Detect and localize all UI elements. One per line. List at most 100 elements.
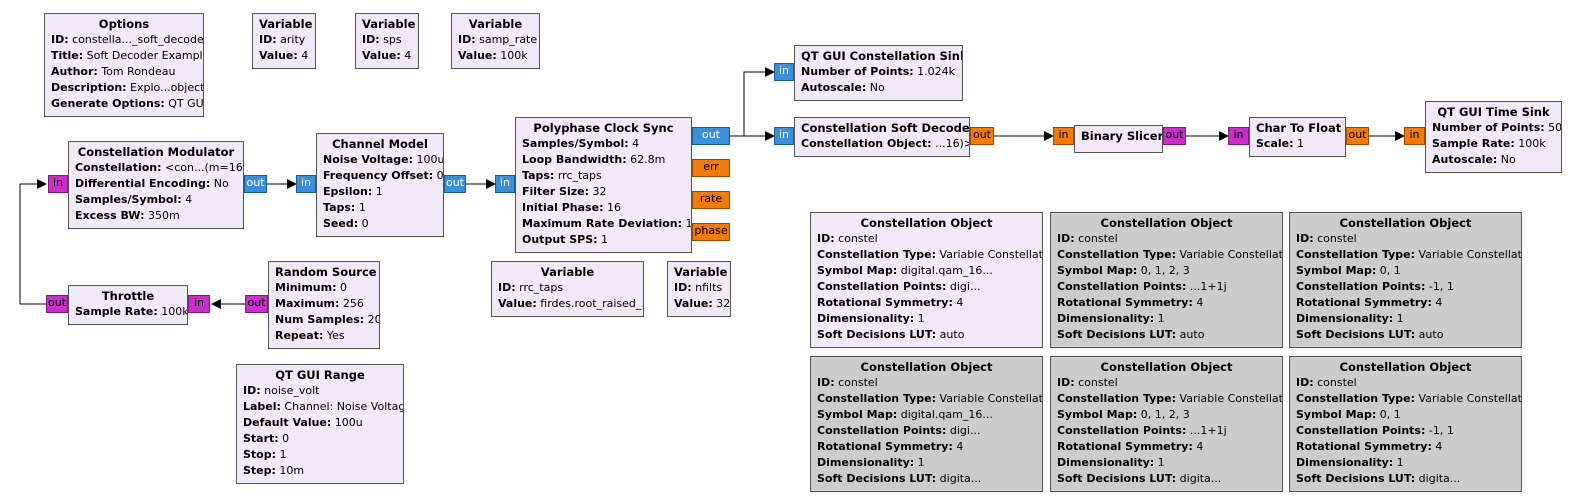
block-param: Constellation Type: Variable Constellati… — [1057, 247, 1282, 263]
param-key: Rotational Symmetry: — [817, 440, 953, 453]
block-param: Soft Decisions LUT: digita... — [1057, 471, 1276, 487]
polyphase-clock-sync-out-port[interactable]: out — [692, 127, 730, 145]
param-value: 4 — [297, 49, 309, 62]
param-value: digi... — [946, 424, 981, 437]
char-to-float-in-port[interactable]: in — [1228, 127, 1249, 145]
polyphase-clock-sync-rate-port[interactable]: rate — [692, 191, 730, 209]
param-key: Soft Decisions LUT: — [1296, 328, 1416, 341]
param-value: 0, 1 — [1376, 408, 1401, 421]
block-title: Throttle — [101, 289, 155, 303]
block-param: Dimensionality: 1 — [1057, 311, 1276, 327]
param-value: 100k — [1514, 137, 1546, 150]
param-value: 100u — [413, 153, 444, 166]
param-key: Default Value: — [243, 416, 332, 429]
throttle-in-port[interactable]: in — [188, 295, 210, 313]
block-title: QT GUI Constellation Sink — [801, 49, 963, 63]
param-key: Value: — [498, 297, 537, 310]
polyphase-clock-sync-phase-port[interactable]: phase — [692, 223, 730, 241]
param-value: 0 — [278, 432, 290, 445]
binary-slicer-out-port[interactable]: out — [1163, 127, 1186, 145]
block-param: Sample Rate: 100k — [1432, 136, 1555, 152]
param-value: 4 — [181, 193, 193, 206]
param-key: Filter Size: — [522, 185, 589, 198]
constellation-soft-decoder-in-port[interactable]: in — [774, 127, 794, 145]
param-key: Excess BW: — [75, 209, 145, 222]
param-key: Taps: — [522, 169, 555, 182]
param-value: 4 — [1192, 296, 1204, 309]
param-key: ID: — [51, 33, 69, 46]
qt-gui-constellation-sink-in-port[interactable]: in — [774, 63, 794, 81]
block-param: Rotational Symmetry: 4 — [1296, 295, 1515, 311]
block-title: Variable — [362, 17, 416, 31]
param-value: auto — [936, 328, 965, 341]
param-key: Dimensionality: — [1296, 456, 1394, 469]
constellation-modulator-in-port[interactable]: in — [48, 175, 68, 193]
constellation-modulator-out-port[interactable]: out — [244, 175, 267, 193]
param-key: Constellation Type: — [817, 392, 937, 405]
param-key: Start: — [243, 432, 279, 445]
param-value: 1 — [372, 185, 383, 198]
qt-gui-time-sink-in-port[interactable]: in — [1404, 127, 1425, 145]
block-title: Constellation Object — [1100, 216, 1233, 230]
polyphase-clock-sync-err-port[interactable]: err — [692, 159, 730, 177]
param-key: Constellation Type: — [1057, 392, 1177, 405]
param-key: Constellation Points: — [817, 280, 947, 293]
param-value: 4 — [400, 49, 412, 62]
polyphase-clock-sync-in-port[interactable]: in — [495, 175, 515, 193]
param-value: ...1+1j — [1186, 424, 1227, 437]
channel-model-out-port[interactable]: out — [444, 175, 466, 193]
random-source-out-port[interactable]: out — [245, 295, 268, 313]
param-value: rrc_taps — [515, 281, 564, 294]
param-key: ID: — [458, 33, 476, 46]
block-param: Dimensionality: 1 — [1057, 455, 1276, 471]
block-param: Dimensionality: 1 — [1296, 455, 1515, 471]
block-param: Constellation Points: ...1+1j — [1057, 279, 1276, 295]
constellation-soft-decoder-out-port[interactable]: out — [970, 127, 994, 145]
binary-slicer-in-port[interactable]: in — [1053, 127, 1074, 145]
param-key: Rotational Symmetry: — [1057, 296, 1193, 309]
param-value: digita... — [1176, 472, 1222, 485]
param-value: digital.qam_16... — [897, 408, 993, 421]
param-key: Rotational Symmetry: — [817, 296, 953, 309]
block-title: Char To Float — [1256, 121, 1342, 135]
block-param: Step: 10m — [243, 463, 397, 479]
binary-slicer-block[interactable]: Binary Slicer — [1074, 125, 1163, 153]
block-param: Scale: 1 — [1256, 136, 1339, 152]
param-key: Title: — [51, 49, 84, 62]
param-value: 1 — [914, 456, 925, 469]
block-param: Constellation: <con...(m=16)> — [75, 160, 243, 176]
param-value: digital.qam_16... — [897, 264, 993, 277]
throttle-out-port[interactable]: out — [46, 295, 68, 313]
param-key: Dimensionality: — [817, 456, 915, 469]
param-value: 4 — [628, 137, 640, 150]
char-to-float-out-port[interactable]: out — [1346, 127, 1369, 145]
block-param: ID: constel — [1296, 231, 1515, 247]
param-key: Frequency Offset: — [323, 169, 434, 182]
channel-model-in-port[interactable]: in — [296, 175, 316, 193]
block-param: Dimensionality: 1 — [817, 311, 1036, 327]
param-value: 0, 1 — [1376, 264, 1401, 277]
block-param: ID: noise_volt — [243, 383, 397, 399]
